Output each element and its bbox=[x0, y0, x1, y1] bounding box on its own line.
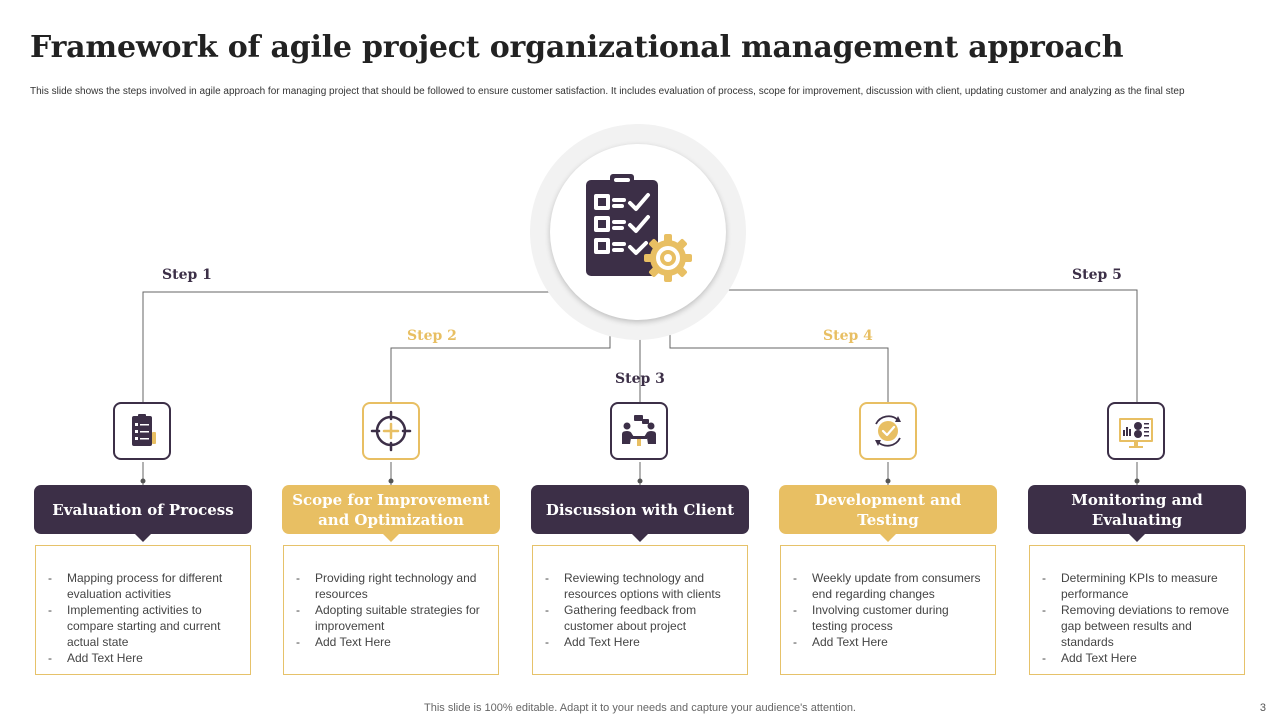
connector-dot bbox=[388, 478, 394, 484]
list-item: Add Text Here bbox=[1042, 650, 1234, 666]
step-1-title: Evaluation of Process bbox=[52, 500, 234, 519]
slide-title: Framework of agile project organizationa… bbox=[30, 30, 1124, 65]
connector-step-1 bbox=[142, 291, 560, 402]
list-item: Add Text Here bbox=[793, 634, 985, 650]
step-label-3: Step 3 bbox=[615, 371, 665, 387]
step-3-icon-box bbox=[610, 402, 668, 460]
step-1-header: Evaluation of Process bbox=[34, 485, 252, 542]
page-number: 3 bbox=[1259, 702, 1266, 714]
list-item: Adopting suitable strategies for improve… bbox=[296, 602, 488, 634]
list-item: Determining KPIs to measure performance bbox=[1042, 570, 1234, 602]
step-2-icon-box bbox=[362, 402, 420, 460]
clipboard-checklist-gear-icon bbox=[586, 174, 692, 282]
step-label-5: Step 5 bbox=[1072, 267, 1122, 283]
list-item: Add Text Here bbox=[545, 634, 737, 650]
list-item: Mapping process for different evaluation… bbox=[48, 570, 240, 602]
step-3-title: Discussion with Client bbox=[545, 500, 735, 519]
step-5-icon-box bbox=[1107, 402, 1165, 460]
step-1-card: Mapping process for different evaluation… bbox=[35, 545, 251, 675]
step-3-header: Discussion with Client bbox=[531, 485, 749, 542]
step-2-title: Scope for Improvement and Optimization bbox=[292, 490, 490, 529]
step-3-card: Reviewing technology and resources optio… bbox=[532, 545, 748, 675]
list-item: Add Text Here bbox=[48, 650, 240, 666]
list-item: Gathering feedback from customer about p… bbox=[545, 602, 737, 634]
connector-dot bbox=[637, 478, 643, 484]
step-2-card: Providing right technology and resources… bbox=[283, 545, 499, 675]
step-label-1: Step 1 bbox=[162, 267, 212, 283]
list-item: Removing deviations to remove gap betwee… bbox=[1042, 602, 1234, 650]
refresh-check-icon bbox=[875, 415, 901, 447]
connector-dot bbox=[885, 478, 891, 484]
step-2-header: Scope for Improvement and Optimization bbox=[282, 485, 500, 542]
meeting-discussion-icon bbox=[622, 415, 656, 446]
step-4-header: Development and Testing bbox=[779, 485, 997, 542]
step-label-4: Step 4 bbox=[823, 328, 873, 344]
step-4-card: Weekly update from consumers end regardi… bbox=[780, 545, 996, 675]
analytics-monitor-icon bbox=[1119, 418, 1153, 448]
list-item: Providing right technology and resources bbox=[296, 570, 488, 602]
footer-note: This slide is 100% editable. Adapt it to… bbox=[424, 702, 856, 714]
slide-subtitle: This slide shows the steps involved in a… bbox=[30, 86, 1185, 97]
step-1-icon-box bbox=[113, 402, 171, 460]
step-label-2: Step 2 bbox=[407, 328, 457, 344]
list-item: Involving customer during testing proces… bbox=[793, 602, 985, 634]
step-5-header: Monitoring and Evaluating bbox=[1028, 485, 1246, 542]
list-item: Reviewing technology and resources optio… bbox=[545, 570, 737, 602]
crosshair-target-icon bbox=[370, 410, 412, 452]
clipboard-list-icon bbox=[132, 414, 156, 446]
connector-dot bbox=[140, 478, 146, 484]
list-item: Implementing activities to compare start… bbox=[48, 602, 240, 650]
connector-step-5 bbox=[720, 289, 1138, 402]
step-4-title: Development and Testing bbox=[814, 490, 962, 529]
step-4-icon-box bbox=[859, 402, 917, 460]
list-item: Add Text Here bbox=[296, 634, 488, 650]
step-5-card: Determining KPIs to measure performance … bbox=[1029, 545, 1245, 675]
connector-dot bbox=[1134, 478, 1140, 484]
list-item: Weekly update from consumers end regardi… bbox=[793, 570, 985, 602]
step-5-title: Monitoring and Evaluating bbox=[1071, 490, 1203, 529]
